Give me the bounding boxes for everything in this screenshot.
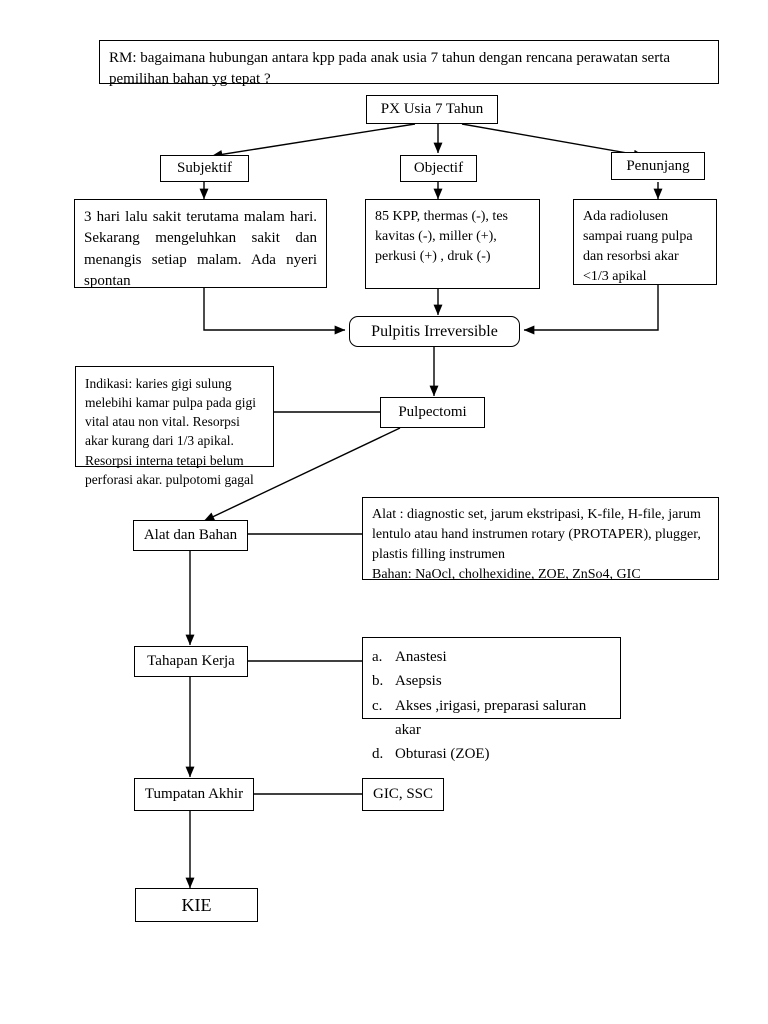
node-subjektif[interactable]: Subjektif (160, 155, 249, 182)
research-question-box: RM: bagaimana hubungan antara kpp pada a… (99, 40, 719, 88)
edge-root-to-subjektif (211, 123, 416, 159)
node-tumpatan-akhir[interactable]: Tumpatan Akhir (134, 778, 254, 811)
node-pulpectomi-label: Pulpectomi (398, 404, 467, 421)
steps-list-marker: c. (372, 697, 383, 714)
steps-list-label: Anastesi (395, 649, 447, 665)
steps-list-marker: a. (372, 649, 383, 665)
finding-objectif-text: 85 KPP, thermas (-), tes kavitas (-), mi… (375, 209, 508, 264)
steps-list-marker: d. (372, 746, 384, 763)
node-penunjang-label: Penunjang (626, 157, 690, 174)
node-tahapan-kerja[interactable]: Tahapan Kerja (134, 646, 248, 677)
steps-list-box: a. Anastesi b. Asepsis c. Akses ,irigasi… (362, 637, 621, 762)
node-diagnosis-label: Pulpitis Irreversible (371, 322, 498, 340)
steps-list-item: b. Asepsis (372, 669, 611, 693)
finding-box-objectif: 85 KPP, thermas (-), tes kavitas (-), mi… (365, 199, 540, 289)
steps-list: a. Anastesi b. Asepsis c. Akses ,irigasi… (372, 645, 611, 766)
node-pulpectomi[interactable]: Pulpectomi (380, 397, 485, 428)
steps-list-item: d. Obturasi (ZOE) (372, 742, 611, 766)
tools-detail-box: Alat : diagnostic set, jarum ekstripasi,… (362, 497, 719, 582)
edge-penunjang-finding-to-diagnosis (523, 285, 659, 335)
steps-list-label: Obturasi (ZOE) (395, 746, 490, 763)
node-alat-dan-bahan[interactable]: Alat dan Bahan (133, 520, 248, 551)
node-alat-dan-bahan-label: Alat dan Bahan (143, 527, 238, 544)
node-objectif[interactable]: Objectif (400, 155, 477, 182)
steps-list-item: a. Anastesi (372, 645, 611, 669)
node-kie-label: KIE (181, 894, 212, 915)
steps-list-label: Akses ,irigasi, preparasi saluran akar (395, 697, 587, 738)
node-subjektif-label: Subjektif (177, 160, 232, 177)
tools-detail-bahan: Bahan: NaOcl, cholhexidine, ZOE, ZnSo4, … (372, 566, 641, 582)
node-tahapan-kerja-label: Tahapan Kerja (147, 653, 235, 670)
finding-box-penunjang: Ada radiolusen sampai ruang pulpa dan re… (573, 199, 717, 285)
node-tumpatan-akhir-label: Tumpatan Akhir (144, 786, 244, 803)
tools-detail-alat: Alat : diagnostic set, jarum ekstripasi,… (372, 507, 701, 562)
finding-box-subjektif: 3 hari lalu sakit terutama malam hari. S… (74, 199, 327, 289)
finding-subjektif-text: 3 hari lalu sakit terutama malam hari. S… (84, 209, 317, 289)
node-patient-root[interactable]: PX Usia 7 Tahun (366, 95, 498, 124)
steps-list-item: c. Akses ,irigasi, preparasi saluran aka… (372, 694, 611, 743)
node-tumpatan-material[interactable]: GIC, SSC (362, 778, 444, 811)
node-patient-root-label: PX Usia 7 Tahun (380, 101, 484, 118)
node-objectif-label: Objectif (413, 160, 464, 177)
node-diagnosis[interactable]: Pulpitis Irreversible (349, 316, 520, 347)
research-question-text: RM: bagaimana hubungan antara kpp pada a… (109, 50, 671, 88)
edge-subjektif-finding-to-diagnosis (203, 288, 346, 335)
node-kie[interactable]: KIE (135, 888, 258, 922)
node-penunjang[interactable]: Penunjang (611, 152, 705, 180)
indication-box: Indikasi: karies gigi sulung melebihi ka… (75, 366, 274, 487)
indication-text: Indikasi: karies gigi sulung melebihi ka… (85, 376, 256, 487)
node-tumpatan-material-label: GIC, SSC (372, 786, 434, 803)
finding-penunjang-text: Ada radiolusen sampai ruang pulpa dan re… (583, 209, 693, 284)
steps-list-marker: b. (372, 673, 384, 690)
steps-list-label: Asepsis (395, 673, 442, 690)
